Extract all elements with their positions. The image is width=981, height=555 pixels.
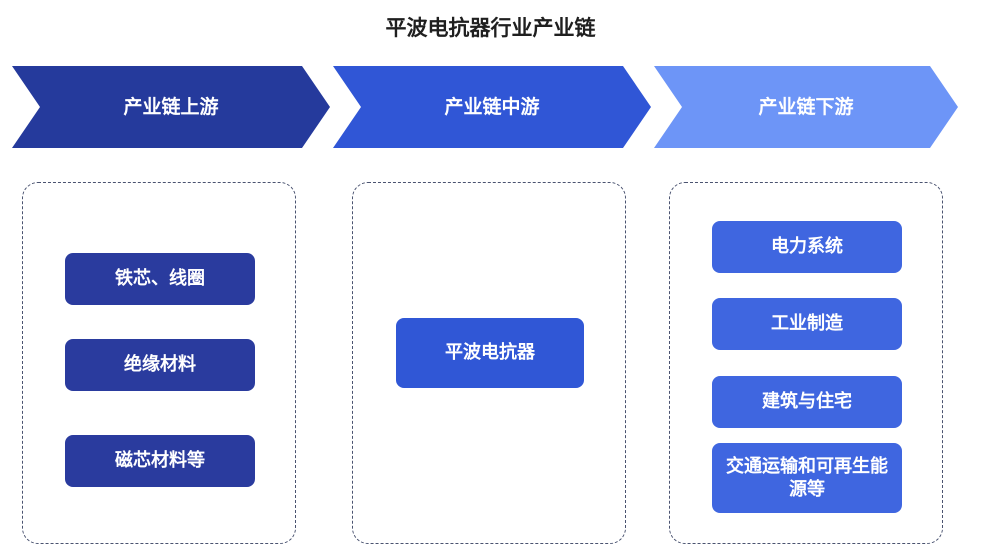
upstream-item-insulation: 绝缘材料 xyxy=(65,339,255,391)
stage-arrow-downstream xyxy=(654,66,958,148)
upstream-item-magnetic-core: 磁芯材料等 xyxy=(65,435,255,487)
downstream-item-transport-energy: 交通运输和可再生能源等 xyxy=(712,443,902,513)
stage-arrow-upstream xyxy=(12,66,330,148)
stage-arrows xyxy=(12,66,958,148)
upstream-item-core-coil: 铁芯、线圈 xyxy=(65,253,255,305)
stage-label-upstream: 产业链上游 xyxy=(123,96,219,118)
stage-label-midstream: 产业链中游 xyxy=(444,96,540,118)
downstream-item-building: 建筑与住宅 xyxy=(712,376,902,428)
downstream-item-power-system: 电力系统 xyxy=(712,221,902,273)
stage-arrow-midstream xyxy=(333,66,651,148)
diagram-title: 平波电抗器行业产业链 xyxy=(385,16,596,40)
downstream-panel: 电力系统 工业制造 建筑与住宅 交通运输和可再生能源等 xyxy=(669,182,943,544)
upstream-panel: 铁芯、线圈 绝缘材料 磁芯材料等 xyxy=(22,182,296,544)
downstream-item-industrial: 工业制造 xyxy=(712,298,902,350)
midstream-panel: 平波电抗器 xyxy=(352,182,626,544)
stage-label-downstream: 产业链下游 xyxy=(758,96,854,118)
midstream-item-reactor: 平波电抗器 xyxy=(396,318,584,388)
